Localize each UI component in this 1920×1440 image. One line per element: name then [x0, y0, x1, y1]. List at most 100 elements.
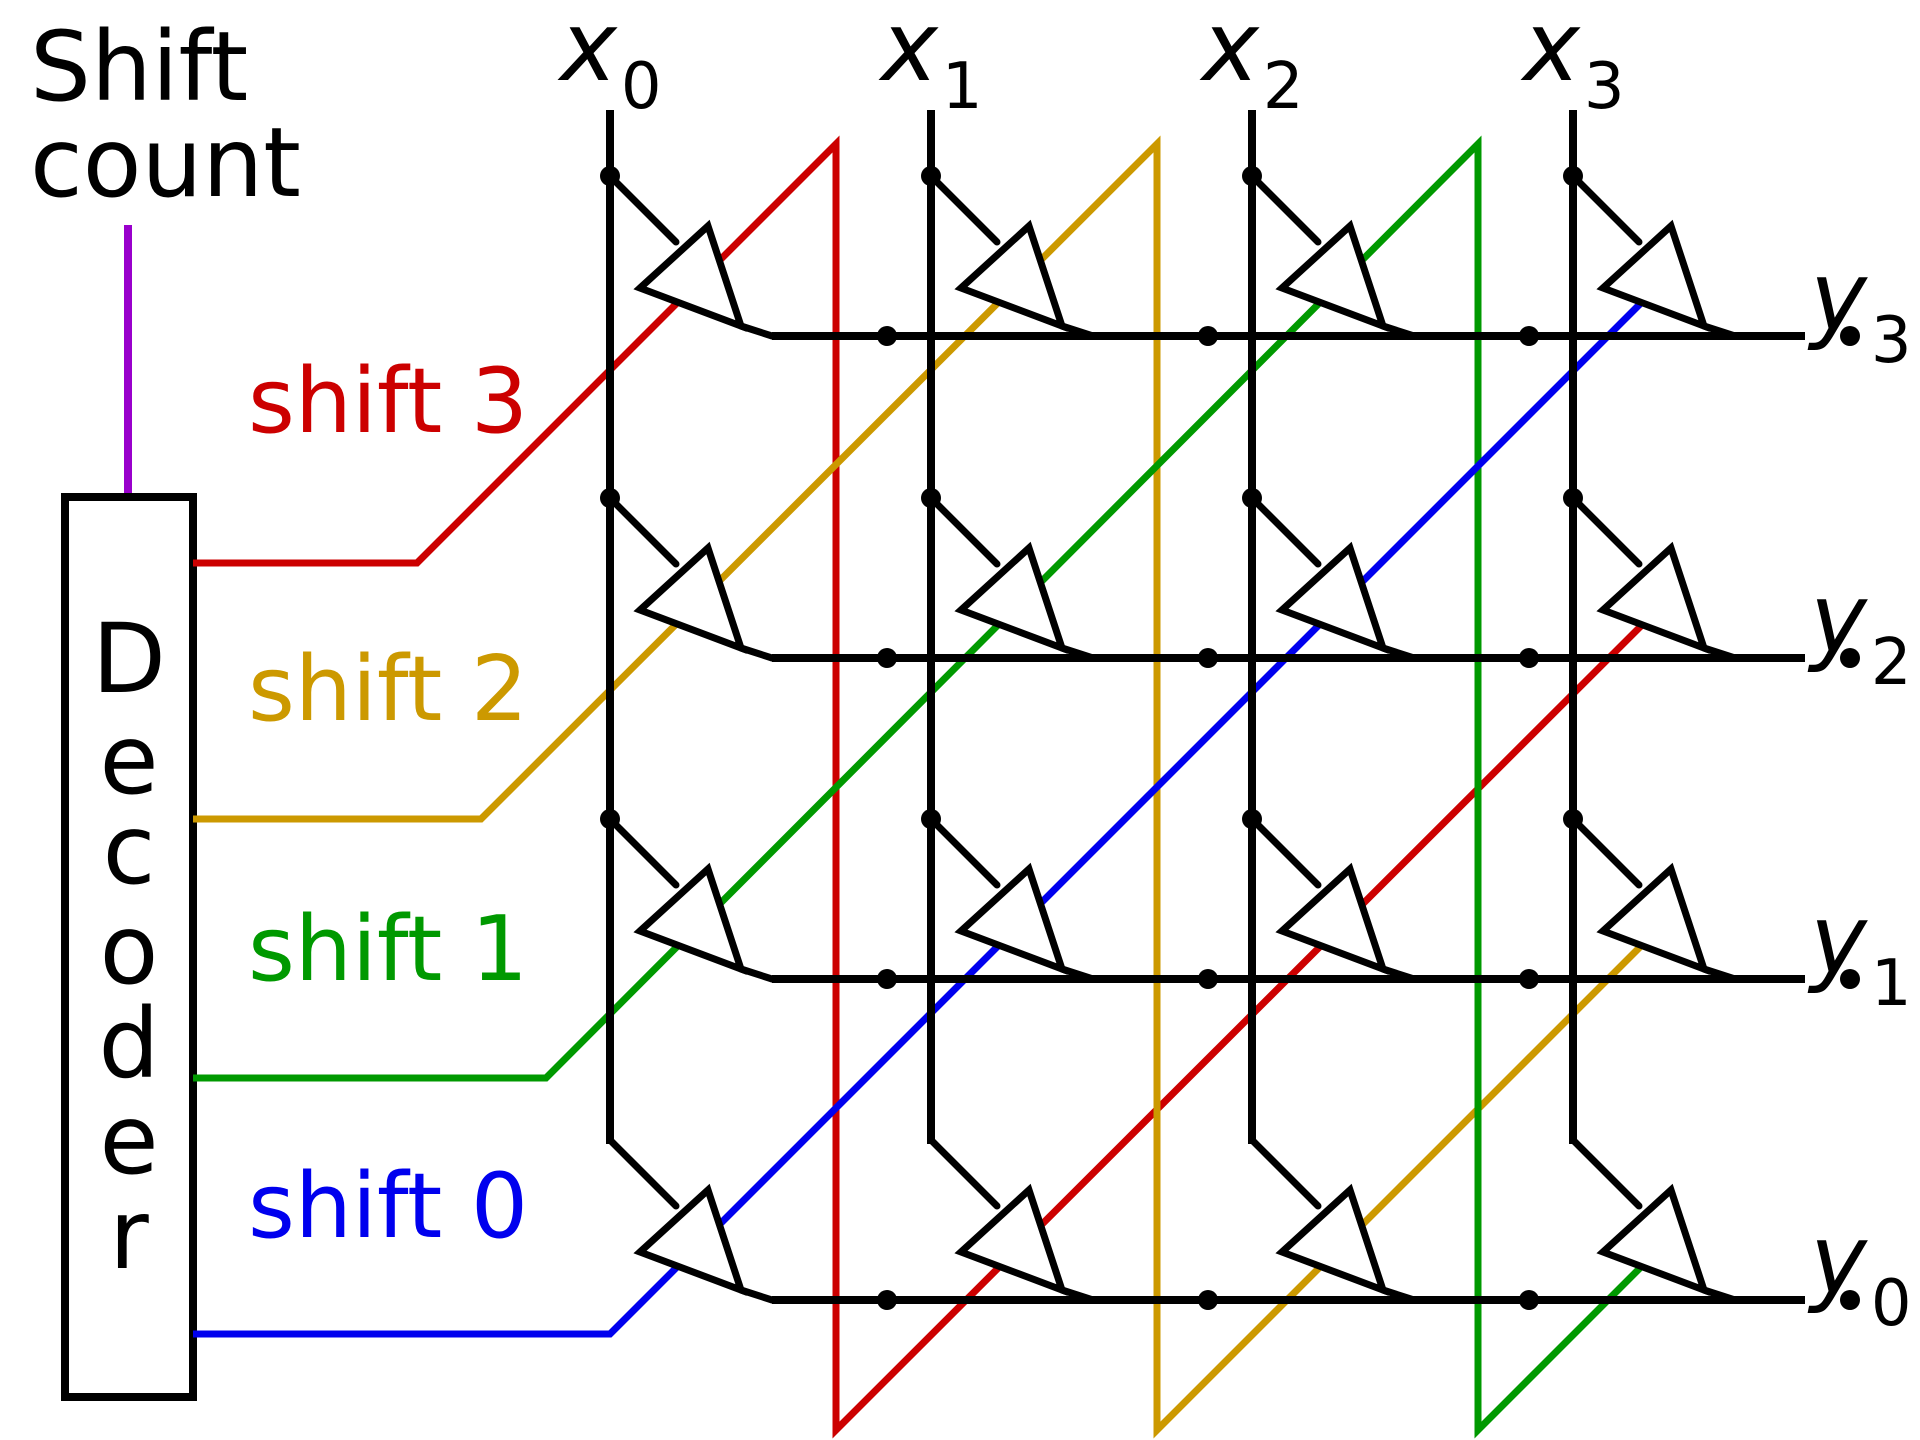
input-tap-dot [1563, 809, 1583, 829]
output-junction-dot [877, 326, 897, 346]
buffer-output-lead [737, 965, 776, 983]
shift-2-label: shift 2 [248, 637, 528, 742]
buffer-output-lead [1700, 1286, 1739, 1304]
buffer-output-lead [1700, 322, 1739, 340]
buffer-input-lead [1569, 815, 1643, 889]
buffer-input-lead [927, 815, 1001, 889]
buffer-output-lead [1379, 965, 1418, 983]
buffer-output-lead [737, 322, 776, 340]
buffer-triangle [1275, 541, 1389, 654]
output-label-y0: y0 [1807, 1204, 1912, 1341]
output-junction-dot [1840, 969, 1860, 989]
buffer-output-lead [1700, 644, 1739, 662]
buffer-input-lead [1569, 172, 1643, 246]
buffer-triangle [633, 862, 747, 975]
output-junction-dot [877, 1290, 897, 1310]
input-tap-dot [921, 809, 941, 829]
output-junction-dot [1198, 969, 1218, 989]
buffer-triangle [1596, 541, 1710, 654]
buffer-input-lead [1248, 1136, 1322, 1210]
output-junction-dot [1840, 648, 1860, 668]
decoder-letter: D [92, 603, 166, 715]
buffer-triangle [954, 862, 1068, 975]
buffer-triangle [1596, 1183, 1710, 1296]
input-tap-dot [600, 488, 620, 508]
input-tap-dot [1242, 166, 1262, 186]
input-label-x3: x3 [1520, 0, 1625, 124]
output-junction-dot [1840, 1290, 1860, 1310]
shift-0-label: shift 0 [248, 1154, 528, 1259]
buffer-triangle [633, 219, 747, 332]
output-junction-dot [1840, 326, 1860, 346]
buffer-triangle [954, 1183, 1068, 1296]
decoder-label: D e c o d e r [92, 603, 166, 1291]
input-label-x2: x2 [1199, 0, 1304, 124]
shift-3-wire [193, 135, 1653, 1439]
shift-0-wire [193, 291, 1653, 1338]
decoder-letter: c [103, 794, 156, 906]
buffer-triangle [1596, 219, 1710, 332]
buffer-triangle [954, 219, 1068, 332]
shift-3-label: shift 3 [248, 349, 528, 454]
shift-1-wire [193, 135, 1653, 1439]
buffer-input-lead [1248, 494, 1322, 568]
buffer-output-lead [737, 644, 776, 662]
output-junction-dot [877, 969, 897, 989]
input-tap-dot [1563, 166, 1583, 186]
input-tap-dot [921, 488, 941, 508]
input-label-x0: x0 [557, 0, 662, 124]
buffer-input-lead [927, 494, 1001, 568]
shift-1-label: shift 1 [248, 897, 528, 1002]
output-junction-dot [1198, 326, 1218, 346]
buffer-input-lead [1248, 815, 1322, 889]
output-label-y2: y2 [1807, 563, 1912, 700]
buffer-triangle [1596, 862, 1710, 975]
output-junction-dot [1198, 1290, 1218, 1310]
buffer-input-lead [606, 1136, 680, 1210]
buffer-output-lead [737, 1286, 776, 1304]
buffer-triangle [1275, 1183, 1389, 1296]
buffer-output-lead [1058, 965, 1097, 983]
output-junction-dot [1519, 326, 1539, 346]
buffer-input-lead [1569, 494, 1643, 568]
input-tap-dot [600, 166, 620, 186]
shift-count-label-line2: count [30, 107, 301, 219]
output-junction-dot [1519, 1290, 1539, 1310]
output-junction-dot [1519, 648, 1539, 668]
decoder-letter: d [99, 988, 160, 1100]
input-tap-dot [600, 809, 620, 829]
buffer-input-lead [1248, 172, 1322, 246]
buffer-input-lead [606, 815, 680, 889]
input-tap-dot [1242, 488, 1262, 508]
output-junction-dot [1198, 648, 1218, 668]
buffer-input-lead [1569, 1136, 1643, 1210]
buffer-output-lead [1058, 644, 1097, 662]
input-tap-dot [921, 166, 941, 186]
output-label-y1: y1 [1807, 884, 1912, 1021]
buffer-output-lead [1379, 644, 1418, 662]
output-labels: y3 y2 y1 y0 [1807, 241, 1912, 1341]
decoder-letter: o [100, 894, 159, 1006]
decoder-letter: e [99, 704, 158, 816]
input-tap-dot [1563, 488, 1583, 508]
buffer-triangle [1275, 219, 1389, 332]
output-junction-dot [877, 648, 897, 668]
buffer-input-lead [927, 1136, 1001, 1210]
buffer-input-lead [606, 172, 680, 246]
input-label-x1: x1 [878, 0, 983, 124]
decoder-letter: e [99, 1084, 158, 1196]
buffer-triangle [633, 1183, 747, 1296]
decoder-letter: r [109, 1179, 149, 1291]
buffer-input-lead [927, 172, 1001, 246]
decoder-box [61, 493, 197, 1401]
buffer-output-lead [1058, 1286, 1097, 1304]
input-tap-dot [1242, 809, 1262, 829]
output-label-y3: y3 [1807, 241, 1912, 378]
buffer-triangle [954, 541, 1068, 654]
buffer-output-lead [1379, 1286, 1418, 1304]
buffer-output-lead [1058, 322, 1097, 340]
buffer-triangle [1275, 862, 1389, 975]
buffer-triangle [633, 541, 747, 654]
shift-count-label-line1: Shift [30, 11, 248, 123]
